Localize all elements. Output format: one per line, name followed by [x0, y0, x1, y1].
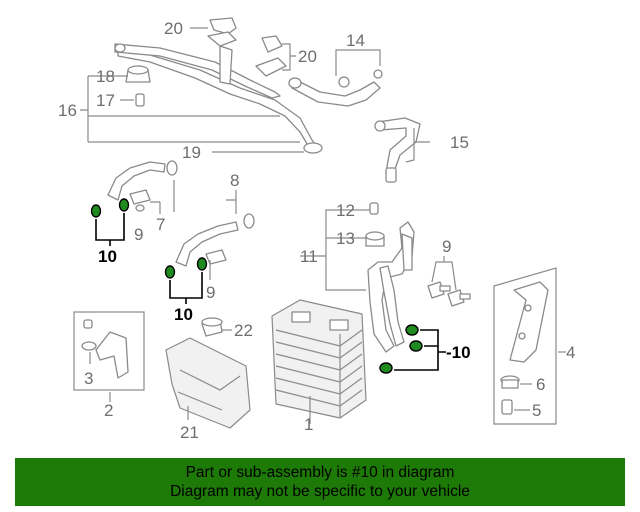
hose-7-assembly	[107, 160, 178, 212]
banner-line-1: Part or sub-assembly is #10 in diagram	[185, 464, 455, 481]
clip-22	[201, 317, 223, 337]
bolt-9b	[447, 289, 471, 307]
label-15: 15	[450, 133, 469, 152]
label-6: 6	[536, 375, 545, 394]
label-17: 17	[96, 91, 115, 110]
label-16: 16	[58, 101, 77, 120]
plug-17	[135, 93, 145, 107]
label-18: 18	[96, 67, 115, 86]
label-10: 10	[174, 305, 193, 324]
bracket-2-box	[73, 311, 145, 391]
oring-10[interactable]	[90, 204, 102, 218]
leader-lines	[80, 27, 566, 424]
label-20: 20	[298, 47, 317, 66]
oring-10[interactable]	[379, 362, 393, 374]
label-14: 14	[346, 31, 365, 50]
label-10: 10	[98, 247, 117, 266]
label-3: 3	[84, 369, 93, 388]
bracket-4-box	[493, 267, 557, 425]
label-9: 9	[134, 225, 143, 244]
banner-line-2: Diagram may not be specific to your vehi…	[170, 483, 470, 500]
oring-10-group-a[interactable]	[90, 198, 130, 246]
label-22: 22	[234, 321, 253, 340]
clip-20-lower	[255, 35, 287, 77]
hose-8-assembly	[175, 213, 255, 267]
label-1: 1	[304, 415, 313, 434]
hose-14	[288, 69, 383, 107]
oring-10-group-c[interactable]	[379, 324, 446, 374]
oring-10-group-b[interactable]	[164, 257, 208, 304]
oring-10[interactable]	[409, 340, 423, 352]
label-21: 21	[180, 423, 199, 442]
label-13: 13	[336, 229, 355, 248]
label-2: 2	[104, 401, 113, 420]
oring-10[interactable]	[196, 257, 208, 271]
cooler-lines-11	[365, 202, 415, 353]
shield-21	[165, 337, 251, 429]
label-10: -10	[446, 343, 471, 362]
label-7: 7	[156, 215, 165, 234]
cap-18	[125, 65, 151, 83]
label-20: 20	[164, 19, 183, 38]
oring-10[interactable]	[164, 265, 176, 279]
hose-assembly-16	[114, 43, 323, 154]
oring-10[interactable]	[405, 324, 419, 336]
label-8: 8	[230, 171, 239, 190]
bolt-9a	[427, 281, 451, 299]
oil-cooler-1	[271, 299, 367, 419]
label-9: 9	[206, 283, 215, 302]
parts-diagram: 20 20 14 18 17 16 19 15 8 7 9 9 12 13 11…	[58, 17, 575, 442]
label-9: 9	[442, 237, 451, 256]
label-19: 19	[182, 143, 201, 162]
info-banner: Part or sub-assembly is #10 in diagram D…	[15, 458, 625, 506]
label-12: 12	[336, 201, 355, 220]
label-5: 5	[532, 401, 541, 420]
clip-20-upper	[207, 17, 237, 47]
callout-labels: 20 20 14 18 17 16 19 15 8 7 9 9 12 13 11…	[58, 19, 575, 442]
label-4: 4	[566, 343, 575, 362]
hose-15	[374, 117, 421, 183]
oring-10[interactable]	[118, 198, 130, 212]
label-11: 11	[300, 247, 318, 266]
